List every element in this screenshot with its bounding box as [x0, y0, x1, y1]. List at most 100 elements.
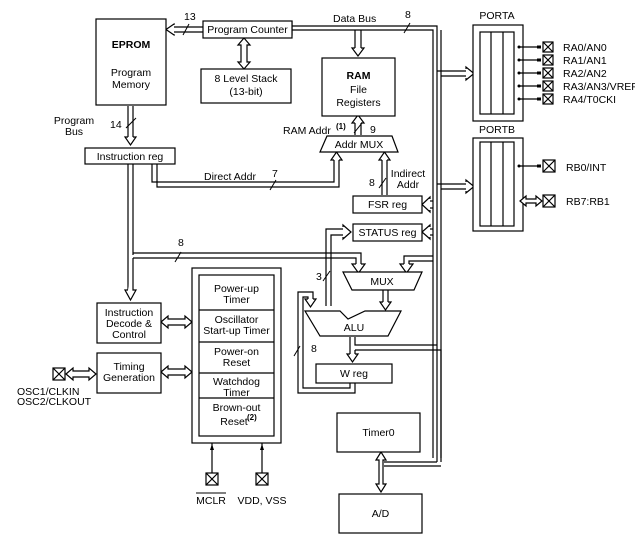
- ram-addr-label: RAM Addr: [283, 125, 331, 137]
- eprom-title: EPROM: [112, 39, 151, 51]
- portb-block: PORTB: [472, 124, 524, 232]
- timing-line2: Generation: [103, 372, 155, 384]
- reset-item-line2: Timer: [223, 294, 250, 306]
- alu-block: ALU: [303, 310, 402, 337]
- direct-addr-label: Direct Addr: [204, 171, 256, 183]
- stack-line1: 8 Level Stack: [214, 73, 278, 85]
- pin-label: RA0/AN0: [563, 42, 607, 54]
- program-bus-label-1: Program: [54, 115, 95, 127]
- ir-mux-width: 8: [178, 237, 184, 249]
- addr-mux-label: Addr MUX: [335, 139, 383, 151]
- pin-label: RB0/INT: [566, 162, 607, 174]
- direct-addr-width: 7: [272, 168, 278, 180]
- arrow-timing-reset: [160, 364, 193, 380]
- reset-item-oscillator-startup-timer: Oscillator Start-up Timer: [203, 314, 270, 337]
- porta-block: PORTA: [472, 10, 524, 122]
- ram-title: RAM: [347, 70, 371, 82]
- osc-pin: OSC1/CLKIN OSC2/CLKOUT: [17, 367, 92, 408]
- timing-generation-block: Timing Generation: [96, 352, 162, 394]
- bus-ir-to-mux: [133, 251, 367, 275]
- stack-block: 8 Level Stack (13-bit): [200, 68, 292, 104]
- status-reg-label: STATUS reg: [359, 227, 417, 239]
- mux-label: MUX: [370, 276, 393, 288]
- bus-to-status: [421, 223, 433, 241]
- indirect-addr-label-1: Indirect: [391, 168, 426, 180]
- pin-ra3: RA3/AN3/VREF: [517, 80, 635, 93]
- pin-label: RB7:RB1: [566, 196, 610, 208]
- reset-item-line2: Start-up Timer: [203, 325, 270, 337]
- pin-rb0: RB0/INT: [517, 159, 607, 174]
- reset-item-watchdog-timer: Watchdog Timer: [213, 376, 260, 399]
- pc-eprom-width: 13: [184, 11, 196, 23]
- w-feedback-bus: [293, 291, 356, 394]
- porta-label: PORTA: [479, 10, 514, 22]
- arrow-pc-stack: [236, 37, 252, 70]
- decode-line3: Control: [112, 329, 146, 341]
- program-bus: [123, 106, 138, 147]
- indirect-addr-bus: [377, 150, 392, 195]
- pin-label: RA1/AN1: [563, 55, 607, 67]
- reset-item-brown-out-reset: Brown-out Reset (2): [213, 402, 261, 428]
- instruction-reg-block: Instruction reg: [84, 147, 176, 165]
- status-alu-width: 3: [316, 271, 322, 283]
- program-bus-width: 14: [110, 119, 122, 131]
- status-alu-bus: [322, 223, 352, 306]
- mclr-pin: MCLR: [196, 443, 226, 507]
- reset-item-line1: Oscillator: [215, 314, 259, 326]
- data-bus-to-ram: [350, 30, 366, 57]
- ram-block: RAM File Registers: [321, 57, 396, 117]
- ram-line2: Registers: [336, 97, 380, 109]
- indirect-addr-label-2: Addr: [397, 179, 420, 191]
- program-counter-block: Program Counter: [202, 20, 293, 39]
- arrow-timer0-ad: [374, 450, 388, 494]
- pin-label: RA3/AN3/VREF: [563, 81, 635, 93]
- arrow-decode-reset: [160, 314, 193, 330]
- instruction-decode-block: Instruction Decode & Control: [96, 302, 162, 344]
- w-feedback-width: 8: [311, 343, 317, 355]
- mclr-label: MCLR: [196, 495, 226, 507]
- pin-rb7-rb1: RB7:RB1: [519, 194, 610, 208]
- pin-ra1: RA1/AN1: [517, 54, 607, 67]
- pin-ra2: RA2/AN2: [517, 67, 607, 80]
- decode-line1: Instruction: [105, 307, 154, 319]
- addr-mux-block: Addr MUX: [319, 135, 399, 153]
- fsr-reg-label: FSR reg: [368, 199, 407, 211]
- fsr-reg-block: FSR reg: [352, 195, 423, 214]
- alu-label: ALU: [344, 322, 364, 334]
- data-bus-label: Data Bus: [333, 13, 376, 25]
- data-bus: [292, 22, 438, 462]
- bus-to-mux-right: [398, 255, 433, 275]
- portb-pins: RB0/INT RB7:RB1: [517, 159, 610, 208]
- bus-pc-to-eprom: [164, 22, 203, 37]
- mux-to-alu: [378, 290, 393, 312]
- indirect-addr-width: 8: [369, 177, 375, 189]
- reset-item-power-up-timer: Power-up Timer: [214, 283, 259, 306]
- pin-ra4: RA4/T0CKI: [517, 93, 616, 106]
- ram-addr-width: 9: [370, 124, 376, 136]
- vdd-vss-label: VDD, VSS: [237, 495, 286, 507]
- arrow-osc-timing: [65, 366, 97, 382]
- decode-line2: Decode &: [106, 318, 152, 330]
- bus-to-timer0: [384, 461, 441, 467]
- program-counter-label: Program Counter: [207, 24, 288, 36]
- vdd-vss-pin: VDD, VSS: [237, 443, 287, 507]
- ram-addr-bus: [350, 114, 366, 135]
- stack-line2: (13-bit): [229, 86, 262, 98]
- reset-item-line2: Reset: [223, 357, 251, 369]
- reset-item-line1: Power-up: [214, 283, 259, 295]
- ram-addr-note: (1): [336, 122, 346, 131]
- program-bus-label-2: Bus: [65, 126, 83, 138]
- pin-label: RA4/T0CKI: [563, 94, 616, 106]
- reset-item-line1: Brown-out: [213, 402, 261, 414]
- reset-block: Power-up Timer Oscillator Start-up Timer…: [191, 267, 282, 444]
- reset-item-line1: Power-on: [214, 346, 259, 358]
- reset-item-power-on-reset: Power-on Reset: [214, 346, 259, 369]
- brown-out-note-superscript: (2): [247, 413, 257, 422]
- bus-to-fsr: [421, 195, 433, 214]
- ad-label: A/D: [372, 508, 390, 520]
- eprom-line2: Memory: [112, 79, 151, 91]
- timer0-label: Timer0: [362, 427, 394, 439]
- instruction-reg-label: Instruction reg: [97, 151, 164, 163]
- w-reg-label: W reg: [340, 368, 368, 380]
